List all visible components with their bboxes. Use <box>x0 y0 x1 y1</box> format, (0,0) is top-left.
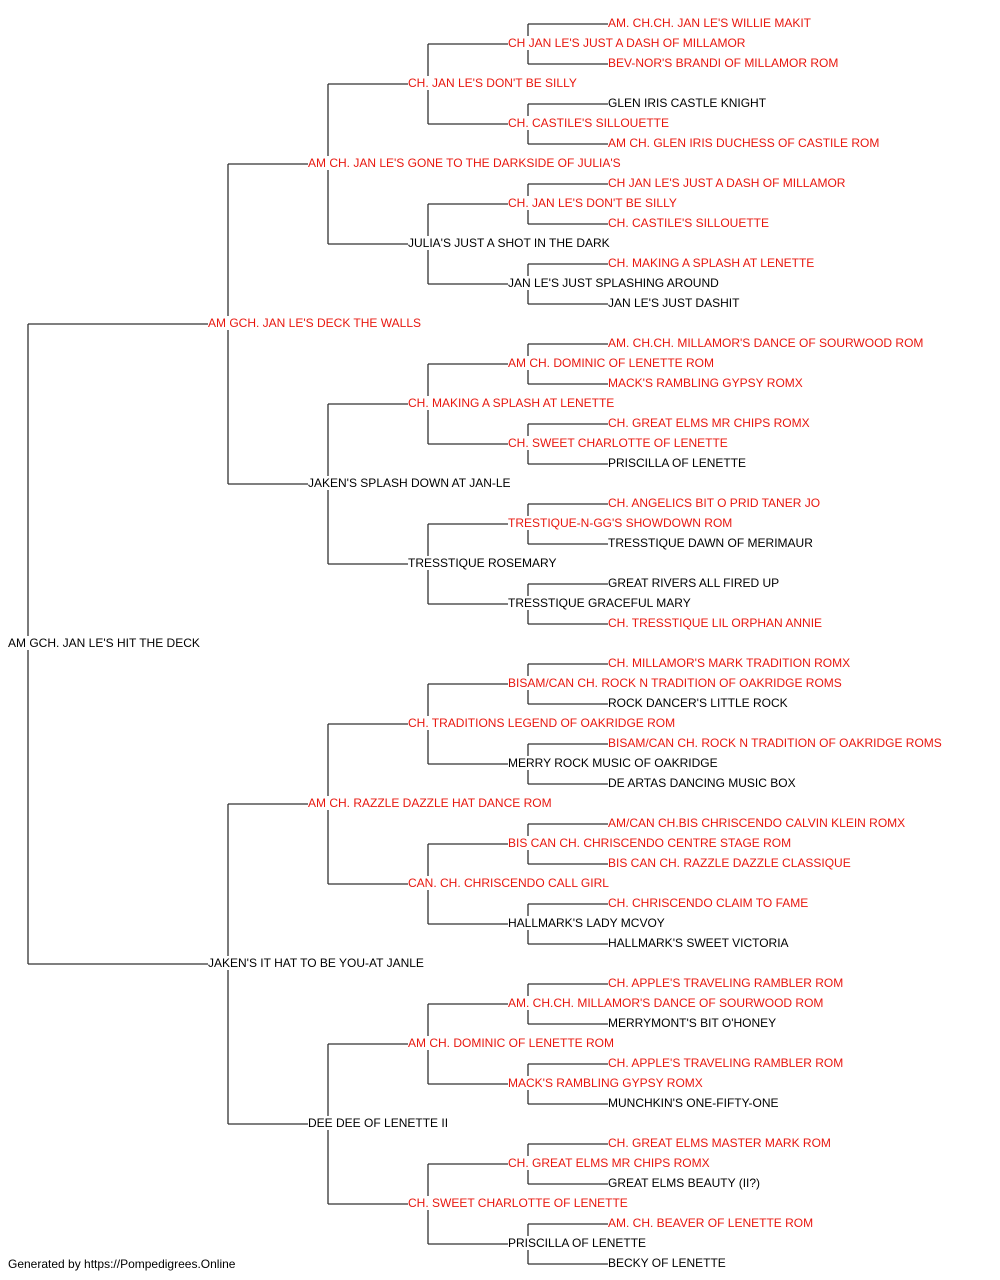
ancestor-dam-gen5: MACK'S RAMBLING GYPSY ROMX <box>608 376 804 390</box>
ancestor-dam-gen5: BECKY OF LENETTE <box>608 1256 727 1270</box>
ancestor-dam-gen1: JAKEN'S IT HAT TO BE YOU-AT JANLE <box>208 956 425 970</box>
ancestor-dam-gen4: PRISCILLA OF LENETTE <box>508 1236 648 1250</box>
ancestor-sire-gen3: CH. JAN LE'S DON'T BE SILLY <box>408 76 578 90</box>
ancestor-sire-gen2: AM CH. JAN LE'S GONE TO THE DARKSIDE OF … <box>308 156 622 170</box>
ancestor-sire-gen5: CH. GREAT ELMS MASTER MARK ROM <box>608 1136 832 1150</box>
ancestor-dam-gen4: MACK'S RAMBLING GYPSY ROMX <box>508 1076 704 1090</box>
ancestor-dam-gen3: TRESSTIQUE ROSEMARY <box>408 556 558 570</box>
ancestor-sire-gen5: CH. ANGELICS BIT O PRID TANER JO <box>608 496 822 510</box>
ancestor-sire-gen4: AM CH. DOMINIC OF LENETTE ROM <box>508 356 716 370</box>
ancestor-sire-gen4: TRESTIQUE-N-GG'S SHOWDOWN ROM <box>508 516 734 530</box>
ancestor-sire-gen5: CH. MAKING A SPLASH AT LENETTE <box>608 256 816 270</box>
ancestor-sire-gen5: CH. MILLAMOR'S MARK TRADITION ROMX <box>608 656 852 670</box>
subject-dog-name: AM GCH. JAN LE'S HIT THE DECK <box>8 636 201 650</box>
footer-credit: Generated by https://Pompedigrees.Online <box>8 1257 236 1271</box>
ancestor-dam-gen5: BEV-NOR'S BRANDI OF MILLAMOR ROM <box>608 56 840 70</box>
ancestor-sire-gen5: AM. CH.CH. JAN LE'S WILLIE MAKIT <box>608 16 812 30</box>
ancestor-dam-gen5: HALLMARK'S SWEET VICTORIA <box>608 936 790 950</box>
ancestor-dam-gen5: BIS CAN CH. RAZZLE DAZZLE CLASSIQUE <box>608 856 852 870</box>
ancestor-dam-gen3: CH. SWEET CHARLOTTE OF LENETTE <box>408 1196 629 1210</box>
ancestor-sire-gen5: CH. APPLE'S TRAVELING RAMBLER ROM <box>608 976 845 990</box>
ancestor-dam-gen4: MERRY ROCK MUSIC OF OAKRIDGE <box>508 756 719 770</box>
ancestor-dam-gen5: TRESSTIQUE DAWN OF MERIMAUR <box>608 536 814 550</box>
ancestor-sire-gen4: BISAM/CAN CH. ROCK N TRADITION OF OAKRID… <box>508 676 843 690</box>
ancestor-sire-gen5: AM. CH. BEAVER OF LENETTE ROM <box>608 1216 815 1230</box>
ancestor-dam-gen4: HALLMARK'S LADY MCVOY <box>508 916 666 930</box>
ancestor-dam-gen5: CH. TRESSTIQUE LIL ORPHAN ANNIE <box>608 616 824 630</box>
ancestor-dam-gen5: JAN LE'S JUST DASHIT <box>608 296 741 310</box>
ancestor-sire-gen4: CH JAN LE'S JUST A DASH OF MILLAMOR <box>508 36 747 50</box>
ancestor-dam-gen2: JAKEN'S SPLASH DOWN AT JAN-LE <box>308 476 512 490</box>
ancestor-sire-gen3: AM CH. DOMINIC OF LENETTE ROM <box>408 1036 616 1050</box>
ancestor-sire-gen5: GLEN IRIS CASTLE KNIGHT <box>608 96 768 110</box>
ancestor-dam-gen5: GREAT ELMS BEAUTY (II?) <box>608 1176 762 1190</box>
ancestor-dam-gen2: DEE DEE OF LENETTE II <box>308 1116 450 1130</box>
ancestor-sire-gen5: GREAT RIVERS ALL FIRED UP <box>608 576 781 590</box>
ancestor-dam-gen3: CAN. CH. CHRISCENDO CALL GIRL <box>408 876 610 890</box>
ancestor-dam-gen4: CH. SWEET CHARLOTTE OF LENETTE <box>508 436 729 450</box>
ancestor-sire-gen5: AM. CH.CH. MILLAMOR'S DANCE OF SOURWOOD … <box>608 336 925 350</box>
ancestor-sire-gen3: CH. MAKING A SPLASH AT LENETTE <box>408 396 616 410</box>
ancestor-sire-gen5: AM/CAN CH.BIS CHRISCENDO CALVIN KLEIN RO… <box>608 816 907 830</box>
ancestor-dam-gen4: JAN LE'S JUST SPLASHING AROUND <box>508 276 720 290</box>
ancestor-sire-gen5: CH. APPLE'S TRAVELING RAMBLER ROM <box>608 1056 845 1070</box>
ancestor-sire-gen4: CH. GREAT ELMS MR CHIPS ROMX <box>508 1156 711 1170</box>
ancestor-sire-gen5: CH. CHRISCENDO CLAIM TO FAME <box>608 896 810 910</box>
ancestor-dam-gen5: AM CH. GLEN IRIS DUCHESS OF CASTILE ROM <box>608 136 881 150</box>
ancestor-sire-gen4: AM. CH.CH. MILLAMOR'S DANCE OF SOURWOOD … <box>508 996 825 1010</box>
ancestor-dam-gen5: PRISCILLA OF LENETTE <box>608 456 748 470</box>
ancestor-sire-gen4: BIS CAN CH. CHRISCENDO CENTRE STAGE ROM <box>508 836 793 850</box>
ancestor-dam-gen5: ROCK DANCER'S LITTLE ROCK <box>608 696 789 710</box>
ancestor-dam-gen5: CH. CASTILE'S SILLOUETTE <box>608 216 770 230</box>
ancestor-sire-gen5: CH JAN LE'S JUST A DASH OF MILLAMOR <box>608 176 847 190</box>
ancestor-dam-gen4: TRESSTIQUE GRACEFUL MARY <box>508 596 692 610</box>
ancestor-dam-gen3: JULIA'S JUST A SHOT IN THE DARK <box>408 236 611 250</box>
ancestor-sire-gen2: AM CH. RAZZLE DAZZLE HAT DANCE ROM <box>308 796 553 810</box>
ancestor-sire-gen3: CH. TRADITIONS LEGEND OF OAKRIDGE ROM <box>408 716 677 730</box>
ancestor-dam-gen5: DE ARTAS DANCING MUSIC BOX <box>608 776 797 790</box>
ancestor-sire-gen5: CH. GREAT ELMS MR CHIPS ROMX <box>608 416 811 430</box>
ancestor-sire-gen5: BISAM/CAN CH. ROCK N TRADITION OF OAKRID… <box>608 736 943 750</box>
ancestor-dam-gen4: CH. CASTILE'S SILLOUETTE <box>508 116 670 130</box>
ancestor-sire-gen1: AM GCH. JAN LE'S DECK THE WALLS <box>208 316 423 330</box>
ancestor-dam-gen5: MERRYMONT'S BIT O'HONEY <box>608 1016 778 1030</box>
ancestor-sire-gen4: CH. JAN LE'S DON'T BE SILLY <box>508 196 678 210</box>
ancestor-dam-gen5: MUNCHKIN'S ONE-FIFTY-ONE <box>608 1096 780 1110</box>
